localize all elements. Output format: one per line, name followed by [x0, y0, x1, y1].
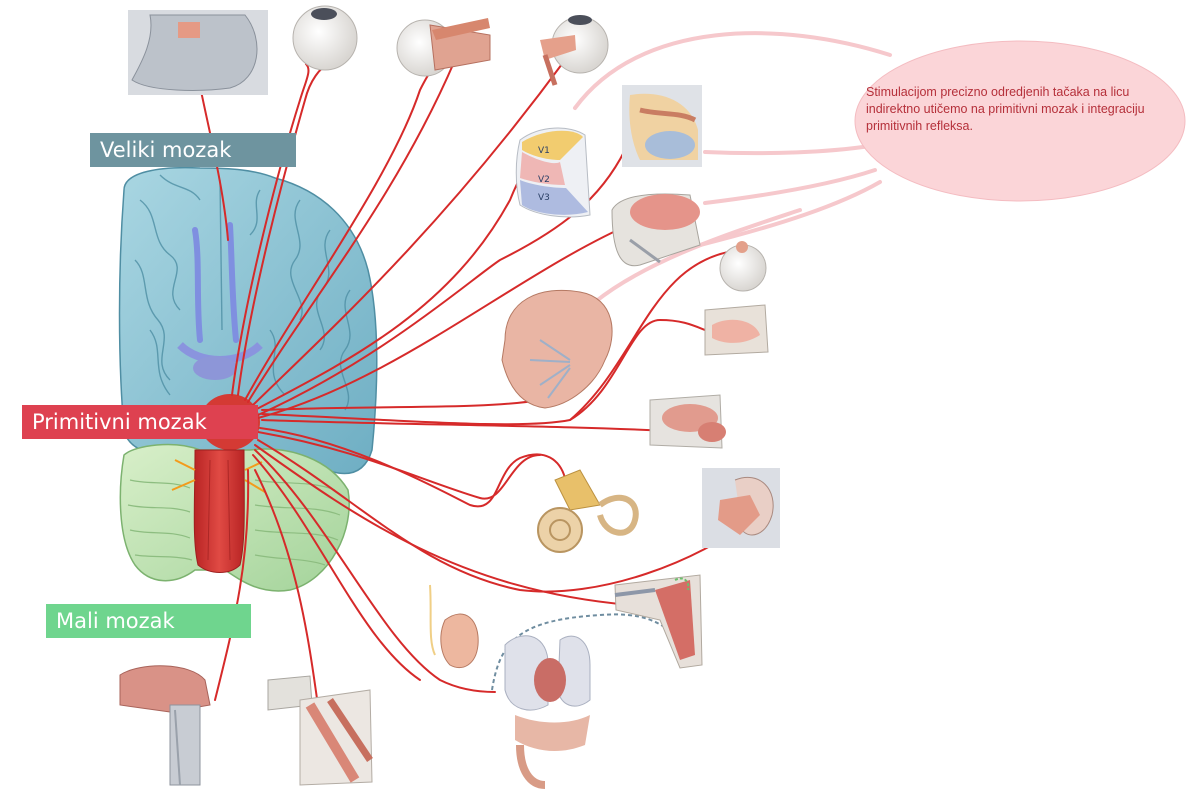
callout-text: Stimulacijom precizno odredjenih tačaka …: [866, 85, 1145, 133]
callout-bubble: [854, 40, 1186, 202]
nasal-cavity-illustration: [622, 85, 702, 167]
trigeminal-v2-label: V2: [538, 175, 550, 185]
inner-ear-illustration: [537, 469, 639, 553]
throat-illustration: [614, 574, 703, 669]
callout-connectors: [573, 31, 892, 304]
tongue-illustration: [649, 394, 726, 449]
eye-lateral-illustration: [540, 15, 609, 86]
ear-lungs-illustration: [429, 584, 591, 789]
dashed-nerve-line: [491, 613, 681, 691]
outer-ear-illustration: [702, 468, 780, 548]
trigeminal-face-illustration: V1 V2 V3: [515, 127, 591, 218]
cerebellum-label: Mali mozak: [46, 604, 251, 638]
head-facial-nerve-illustration: [501, 289, 613, 409]
eye-illustration: [292, 5, 358, 71]
brainstem-label: Primitivni mozak: [22, 405, 258, 439]
eye-muscles-illustration: [396, 18, 491, 77]
neck-muscles-illustration: [267, 675, 373, 786]
larynx-sagittal-illustration: [119, 665, 211, 786]
nose-illustration: [128, 10, 268, 95]
salivary-gland-illustration: [704, 304, 769, 356]
skull-muscle-illustration: [611, 193, 701, 267]
cerebrum-label: Veliki mozak: [90, 133, 296, 167]
small-eye-illustration: [719, 241, 767, 292]
trigeminal-v3-label: V3: [538, 193, 550, 203]
cerebrum-illustration: [118, 166, 378, 475]
trigeminal-v1-label: V1: [538, 146, 550, 156]
